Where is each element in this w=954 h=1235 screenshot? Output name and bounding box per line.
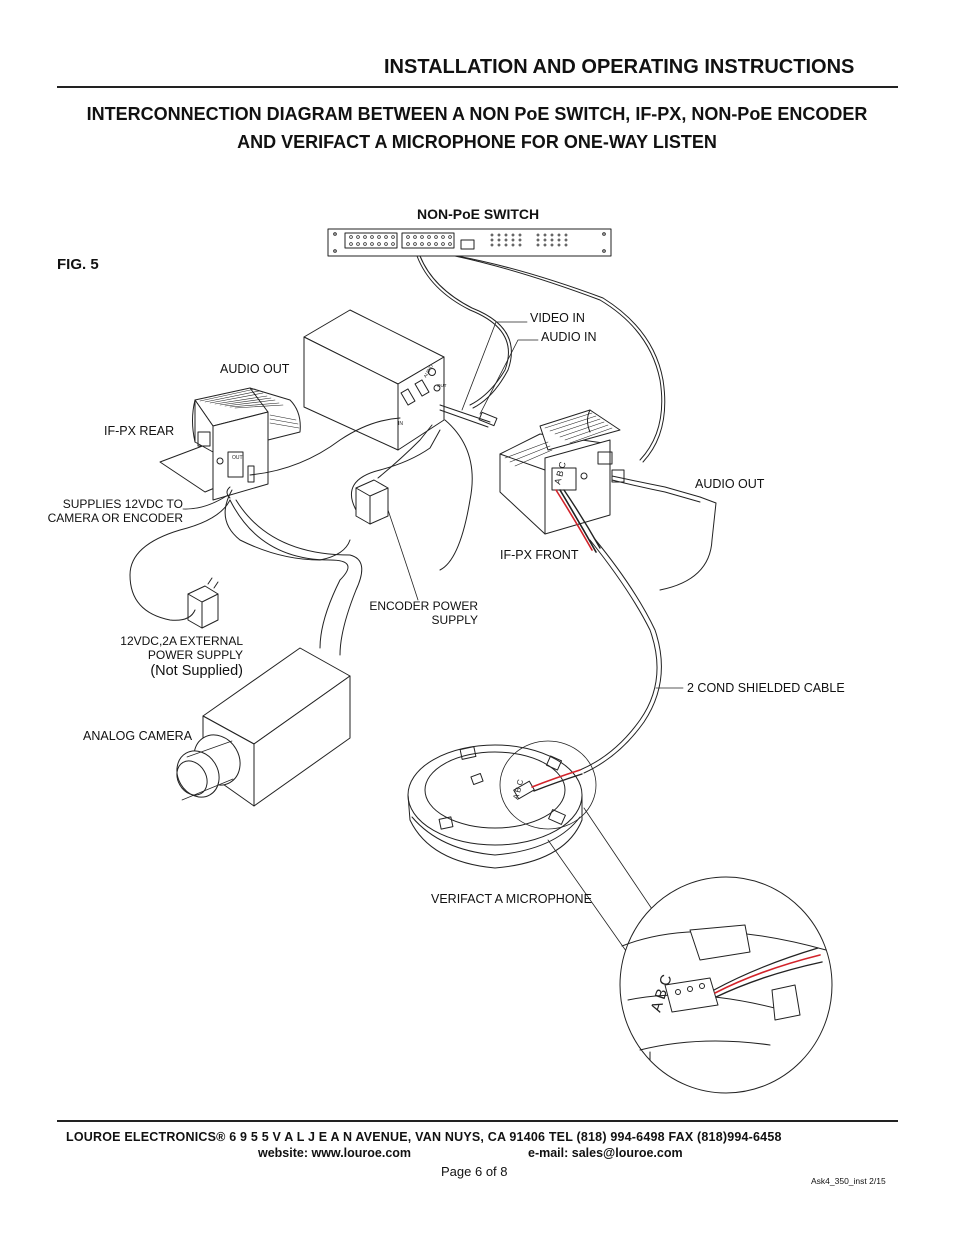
encoder-power-supply bbox=[355, 479, 389, 525]
ext-ps-line-3: (Not Supplied) bbox=[150, 663, 243, 679]
switch-label: NON-PoE SWITCH bbox=[417, 206, 540, 222]
header-rule bbox=[57, 86, 898, 88]
cable-label: 2 COND SHIELDED CABLE bbox=[687, 681, 845, 695]
video-in-label: VIDEO IN bbox=[530, 311, 585, 325]
microphone-label: VERIFACT A MICROPHONE bbox=[431, 892, 592, 906]
external-power-supply-label: 12VDC,2A EXTERNAL POWER SUPPLY (Not Supp… bbox=[103, 634, 243, 680]
encoder-audio-tag: AUDIO bbox=[423, 363, 435, 378]
encoder-out-tag: OUT bbox=[437, 383, 447, 388]
encoder-in-tag: IN bbox=[398, 421, 403, 427]
diagram-subtitle: INTERCONNECTION DIAGRAM BETWEEN A NON Po… bbox=[0, 100, 954, 156]
audio-out-left-label: AUDIO OUT bbox=[220, 362, 290, 376]
subtitle-line-1: INTERCONNECTION DIAGRAM BETWEEN A NON Po… bbox=[86, 104, 868, 124]
page-title: INSTALLATION AND OPERATING INSTRUCTIONS bbox=[384, 56, 855, 78]
analog-camera bbox=[176, 647, 351, 807]
external-power-supply bbox=[187, 577, 219, 629]
footer-rule bbox=[57, 1120, 898, 1122]
leader-lines bbox=[182, 321, 684, 689]
ext-ps-line-2: POWER SUPPLY bbox=[147, 648, 243, 662]
page-number: Page 6 of 8 bbox=[441, 1164, 508, 1179]
encoder-power-supply-label: ENCODER POWER SUPPLY bbox=[358, 599, 478, 627]
figure-label: FIG. 5 bbox=[57, 256, 99, 273]
encoder-ps-line-1: ENCODER POWER bbox=[369, 599, 478, 613]
cables bbox=[129, 255, 823, 998]
analog-camera-label: ANALOG CAMERA bbox=[83, 729, 193, 743]
ifpx-front-unit bbox=[499, 409, 625, 535]
non-poe-switch bbox=[327, 228, 612, 257]
ifpx-front-label: IF-PX FRONT bbox=[500, 548, 579, 562]
encoder-box bbox=[303, 309, 445, 451]
footer-website: website: www.louroe.com bbox=[258, 1146, 412, 1160]
rear-out-tag: OUT bbox=[232, 455, 243, 461]
ifpx-rear-label: IF-PX REAR bbox=[104, 424, 175, 438]
encoder-ps-line-2: SUPPLY bbox=[431, 613, 478, 627]
ifpx-rear-unit bbox=[159, 387, 301, 501]
verifact-a-microphone bbox=[407, 740, 597, 869]
supplies-label: SUPPLIES 12VDC TO CAMERA OR ENCODER bbox=[40, 497, 183, 525]
subtitle-line-2: AND VERIFACT A MICROPHONE FOR ONE-WAY LI… bbox=[237, 132, 717, 152]
ext-ps-line-1: 12VDC,2A EXTERNAL bbox=[120, 634, 243, 648]
supplies-line-1: SUPPLIES 12VDC TO bbox=[62, 497, 183, 511]
footer-email: e-mail: sales@louroe.com bbox=[528, 1146, 683, 1160]
audio-out-right-label: AUDIO OUT bbox=[695, 477, 765, 491]
footer-company-address: LOUROE ELECTRONICS® 6 9 5 5 V A L J E A … bbox=[66, 1130, 782, 1144]
supplies-line-2: CAMERA OR ENCODER bbox=[47, 511, 183, 525]
microphone-detail-view bbox=[547, 807, 833, 1094]
document-code: Ask4_350_inst 2/15 bbox=[811, 1176, 886, 1186]
audio-in-label: AUDIO IN bbox=[541, 330, 597, 344]
